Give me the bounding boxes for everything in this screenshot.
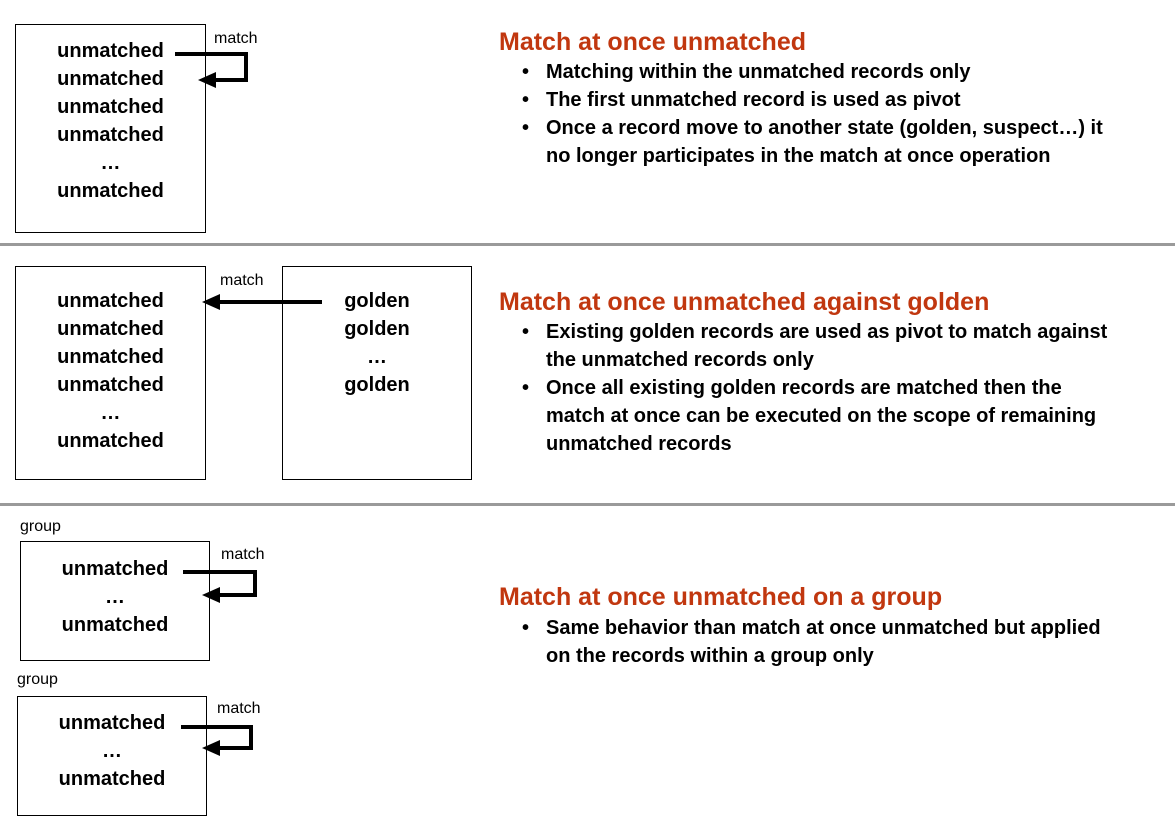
bullet-item: The first unmatched record is used as pi… xyxy=(500,86,1120,114)
bullet-list: Existing golden records are used as pivo… xyxy=(500,318,1120,458)
record-line: golden xyxy=(344,318,410,340)
golden-to-unmatched-arrow xyxy=(202,294,322,310)
panel-title: Match at once unmatched on a group xyxy=(499,583,943,611)
record-line: unmatched xyxy=(57,374,164,396)
match-label: match xyxy=(221,546,265,563)
section-divider xyxy=(0,243,1175,246)
record-line-ellipsis: … xyxy=(105,586,125,608)
group-self-match-arrow xyxy=(183,570,257,603)
self-match-arrow xyxy=(175,52,248,88)
bullet-item: Same behavior than match at once unmatch… xyxy=(500,614,1120,670)
group-unmatched-box: unmatched … unmatched xyxy=(20,541,210,661)
record-line: unmatched xyxy=(57,124,164,146)
bullet-item: Once a record move to another state (gol… xyxy=(500,114,1120,170)
bullet-item: Existing golden records are used as pivo… xyxy=(500,318,1120,374)
bullet-item: Matching within the unmatched records on… xyxy=(500,58,1120,86)
match-label: match xyxy=(214,30,258,47)
bullet-item: Once all existing golden records are mat… xyxy=(500,374,1120,458)
record-line: unmatched xyxy=(57,96,164,118)
record-line: unmatched xyxy=(57,180,164,202)
record-line: unmatched xyxy=(58,768,166,790)
record-line: unmatched xyxy=(57,68,164,90)
match-label: match xyxy=(220,272,264,289)
group-label: group xyxy=(20,518,61,535)
record-line: unmatched xyxy=(57,346,164,368)
panel-title: Match at once unmatched xyxy=(499,28,806,56)
unmatched-records-box: unmatched unmatched unmatched unmatched … xyxy=(15,24,206,233)
record-line: unmatched xyxy=(57,318,164,340)
record-line-ellipsis: … xyxy=(102,740,122,762)
record-line: unmatched xyxy=(61,614,169,636)
golden-records-box: golden golden … golden xyxy=(282,266,472,480)
record-line: golden xyxy=(344,374,410,396)
match-label: match xyxy=(217,700,261,717)
record-line-ellipsis: … xyxy=(100,402,121,424)
panel-title: Match at once unmatched against golden xyxy=(499,288,990,316)
record-line: unmatched xyxy=(57,40,164,62)
group-unmatched-box: unmatched … unmatched xyxy=(17,696,207,816)
section-divider xyxy=(0,503,1175,506)
record-line: unmatched xyxy=(57,430,164,452)
unmatched-records-box: unmatched unmatched unmatched unmatched … xyxy=(15,266,206,480)
group-label: group xyxy=(17,671,58,688)
bullet-list: Same behavior than match at once unmatch… xyxy=(500,614,1120,670)
record-line: unmatched xyxy=(58,712,166,734)
record-line: unmatched xyxy=(61,558,169,580)
group-self-match-arrow xyxy=(181,725,253,756)
record-line-ellipsis: … xyxy=(100,152,121,174)
record-line-ellipsis: … xyxy=(367,346,387,368)
record-line: golden xyxy=(344,290,410,312)
record-line: unmatched xyxy=(57,290,164,312)
bullet-list: Matching within the unmatched records on… xyxy=(500,58,1120,170)
